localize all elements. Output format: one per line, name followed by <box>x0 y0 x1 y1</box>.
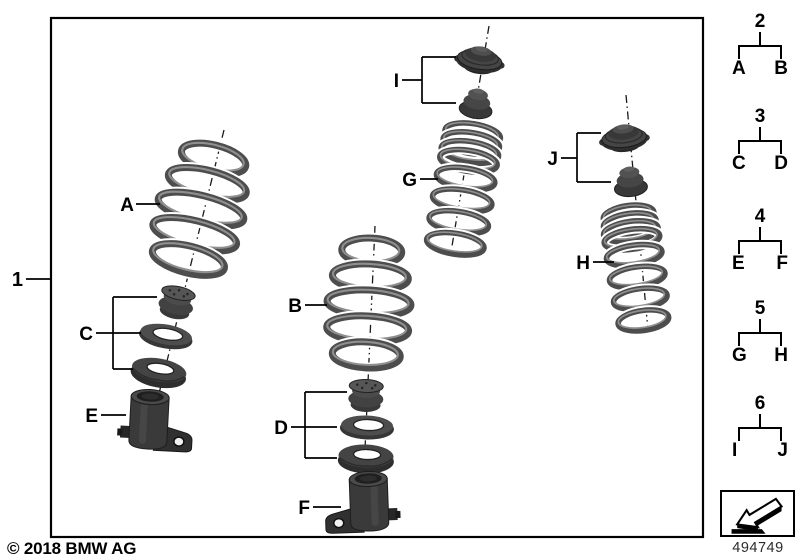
bracket-i <box>402 56 456 104</box>
legend-group-4[interactable]: 4 E F <box>732 206 788 274</box>
tree-stem <box>759 319 761 332</box>
center-axis-assembly-a <box>149 129 225 431</box>
legend-child-right[interactable]: B <box>774 58 788 79</box>
tree-bracket <box>738 45 782 59</box>
bracket-j <box>561 132 611 183</box>
center-axis-assembly-b <box>362 225 376 495</box>
legend-group-6[interactable]: 6 I J <box>732 393 788 461</box>
leader-lines <box>26 56 614 508</box>
tree-bracket <box>738 427 782 441</box>
callout-label-i[interactable]: I <box>394 71 399 92</box>
legend-child-right[interactable]: J <box>777 440 788 461</box>
callout-label-c[interactable]: C <box>79 324 93 345</box>
callout-label-h[interactable]: H <box>576 253 590 274</box>
tree-stem <box>759 227 761 240</box>
coil-spring-g <box>421 118 506 260</box>
copyright-notice: © 2018 BMW AG <box>7 539 137 558</box>
legend-group-number[interactable]: 2 <box>754 11 766 32</box>
legend-group-2[interactable]: 2 A B <box>732 11 788 79</box>
legend-group-number[interactable]: 6 <box>754 393 766 414</box>
coil-spring-h <box>598 200 674 336</box>
callout-label-e[interactable]: E <box>85 406 98 427</box>
legend-child-left[interactable]: E <box>732 253 745 274</box>
tree-stem <box>759 32 761 45</box>
coil-spring-a <box>146 137 252 281</box>
legend-child-right[interactable]: D <box>774 153 788 174</box>
view-number-label[interactable]: 1 <box>12 269 23 291</box>
direction-arrow-icon <box>731 497 784 534</box>
tree-bracket <box>738 140 782 154</box>
drawing-number: 494749 <box>732 540 784 556</box>
callout-label-d[interactable]: D <box>274 418 288 439</box>
legend-child-left[interactable]: A <box>732 58 746 79</box>
legend-group-5[interactable]: 5 G H <box>732 298 788 366</box>
legend-group-number[interactable]: 3 <box>754 106 766 127</box>
legend-group-3[interactable]: 3 C D <box>732 106 788 174</box>
bracket-c <box>96 296 157 370</box>
legend-child-left[interactable]: I <box>732 440 738 461</box>
tree-bracket <box>738 332 782 346</box>
auxiliary-spring-d <box>347 378 385 414</box>
tree-stem <box>759 127 761 140</box>
bracket-d <box>291 391 347 459</box>
legend-group-number[interactable]: 4 <box>754 206 766 227</box>
callout-label-f[interactable]: F <box>298 498 310 519</box>
tree-stem <box>759 414 761 427</box>
callout-label-j[interactable]: J <box>547 149 558 170</box>
callout-label-a[interactable]: A <box>120 195 134 216</box>
tree-bracket <box>738 240 782 254</box>
legend-group-number[interactable]: 5 <box>754 298 766 319</box>
legend-child-left[interactable]: G <box>732 345 747 366</box>
legend-child-right[interactable]: H <box>774 345 788 366</box>
callout-label-b[interactable]: B <box>288 296 302 317</box>
thumbnail-box[interactable] <box>720 490 795 537</box>
legend-child-left[interactable]: C <box>732 153 746 174</box>
callout-label-g[interactable]: G <box>402 170 417 191</box>
legend-child-right[interactable]: F <box>776 253 788 274</box>
coil-spring-b <box>321 232 417 374</box>
